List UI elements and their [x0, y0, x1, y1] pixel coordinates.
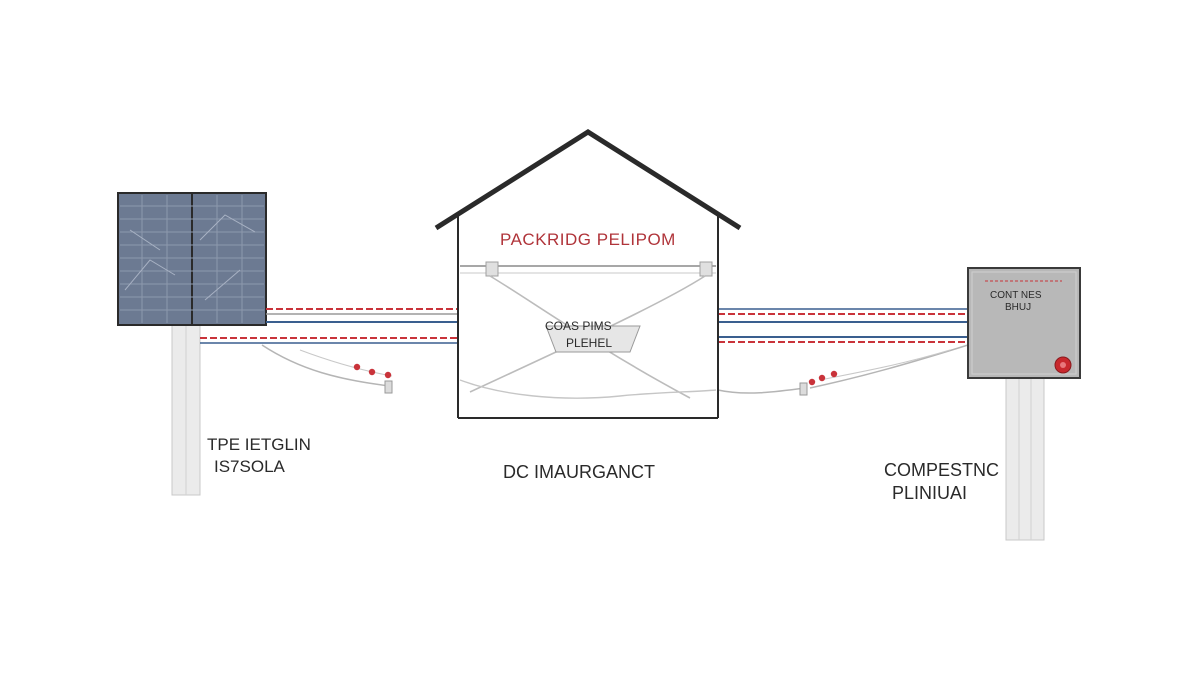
house-icon — [434, 129, 742, 419]
box-caption-line1: COMPESTNC — [884, 460, 1000, 480]
wires-left — [200, 308, 458, 394]
junction-label-line1: COAS PIMS — [545, 319, 612, 333]
wires-right — [717, 308, 969, 396]
control-box-label-line1: CONT NES — [990, 290, 1042, 301]
solar-label-line1: TPE IETGLIN — [207, 435, 311, 454]
solar-label-line2: IS7SOLA — [214, 457, 285, 476]
box-caption-line2: PLINIUAI — [892, 483, 968, 503]
solar-panel-icon — [117, 192, 267, 326]
junction-label-line2: PLEHEL — [566, 336, 613, 350]
control-box-label-line2: BHUJ — [1005, 302, 1032, 313]
control-box-icon — [967, 267, 1081, 379]
center-caption: DC IMAURGANCT — [503, 462, 655, 482]
left-pole — [171, 321, 201, 496]
house-title: PACKRIDG PELIPOM — [500, 230, 676, 249]
right-pole — [1005, 377, 1045, 541]
